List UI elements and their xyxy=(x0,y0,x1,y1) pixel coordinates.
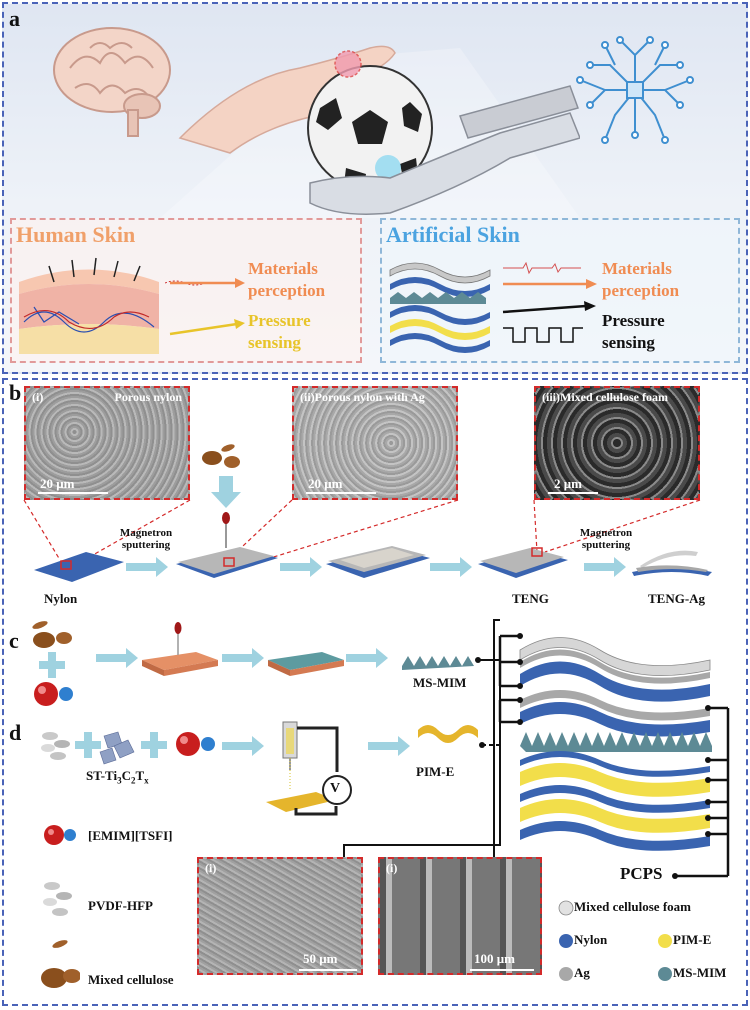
artificial-skin-stack xyxy=(389,262,491,353)
sem-bl-index: (i) xyxy=(205,861,217,875)
teng-label: TENG xyxy=(512,591,549,606)
artificial-perception-label: Materials perception xyxy=(602,259,680,300)
sem-image-pim-e: (i) 50 μm xyxy=(197,857,363,975)
artificial-pressure-arrow xyxy=(502,301,596,343)
pcps-stack-illustration xyxy=(498,633,730,879)
sem-i-index: (i) xyxy=(32,390,44,404)
pim-e-label: PIM-E xyxy=(416,764,455,779)
legend-cellulose-foam: Mixed cellulose foam xyxy=(574,899,691,914)
sem-i-scale: 20 μm xyxy=(40,476,75,491)
process-c-illustrations xyxy=(32,621,474,706)
panel-bcd xyxy=(2,378,748,1006)
sem-iii-title: Mixed cellulose foam xyxy=(560,390,668,404)
sem-iii-index: (iii) xyxy=(542,390,560,404)
sem-bl-scalebar xyxy=(299,969,357,971)
sem-image-porous-nylon-ag: (ii)Porous nylon with Ag 20 μm xyxy=(292,386,458,500)
sem-bl-scale: 50 μm xyxy=(303,951,338,966)
human-pressure-arrow xyxy=(169,319,245,336)
artificial-skin-title: Artificial Skin xyxy=(386,222,520,247)
sem-ii-scale: 20 μm xyxy=(308,476,343,491)
pcps-label: PCPS xyxy=(620,864,663,883)
human-pressure-label: Pressure sensing xyxy=(248,311,311,352)
human-perception-arrow xyxy=(165,278,245,288)
circuit-brain-illustration xyxy=(576,36,694,144)
legend-mixed-cellulose: Mixed cellulose xyxy=(88,972,174,987)
materials-legend-icons xyxy=(41,825,80,988)
legend-ms-mim: MS-MIM xyxy=(673,965,727,980)
panel-a-label: a xyxy=(9,6,20,31)
sputter-label-1: Magnetron sputtering xyxy=(119,527,173,551)
human-skin-title: Human Skin xyxy=(16,222,136,247)
brain-illustration xyxy=(53,27,171,137)
nylon-label: Nylon xyxy=(44,591,78,606)
sem-image-cellulose-foam: (iii)Mixed cellulose foam 2 μm xyxy=(534,386,700,500)
process-d-illustrations xyxy=(41,721,478,816)
process-b-illustrations xyxy=(34,444,712,582)
artificial-pressure-label: Pressure sensing xyxy=(602,311,665,352)
layers-legend-icons xyxy=(558,900,672,981)
sem-iii-scalebar xyxy=(548,492,598,494)
legend-ag: Ag xyxy=(574,965,590,980)
sem-ii-title: Porous nylon with Ag xyxy=(314,390,425,404)
ms-mim-label: MS-MIM xyxy=(413,675,467,690)
sputter-label-2: Magnetron sputtering xyxy=(579,527,633,551)
panel-d-label: d xyxy=(9,720,22,745)
sem-ii-index: (ii) xyxy=(300,390,315,404)
legend-pvdf-hfp: PVDF-HFP xyxy=(88,898,153,913)
legend-pim-e: PIM-E xyxy=(673,932,712,947)
panel-c-label: c xyxy=(9,628,19,653)
teng-ag-label: TENG-Ag xyxy=(648,591,706,606)
human-perception-label: Materials perception xyxy=(248,259,326,300)
sem-br-index: (i) xyxy=(386,861,398,875)
sem-br-scale: 100 μm xyxy=(474,951,515,966)
artificial-skin-box xyxy=(380,218,740,363)
sem-br-scalebar xyxy=(470,969,534,971)
sem-image-ms-mim: (i) 100 μm xyxy=(378,857,542,975)
voltage-label: V xyxy=(330,781,341,796)
sem-i-title: Porous nylon xyxy=(114,390,182,404)
skin-cross-section xyxy=(19,257,159,354)
artificial-perception-arrow xyxy=(503,262,597,289)
panel-b-label: b xyxy=(9,380,22,405)
sem-i-scalebar xyxy=(38,492,108,494)
sem-image-porous-nylon: (i) Porous nylon 20 μm xyxy=(24,386,190,500)
legend-emim-tsfi: [EMIM][TSFI] xyxy=(88,828,173,843)
st-ti3c2tx-label: ST-Ti3C2Tx xyxy=(86,768,149,786)
legend-nylon: Nylon xyxy=(574,932,608,947)
sem-iii-scale: 2 μm xyxy=(554,476,582,491)
hand-ball-illustration xyxy=(160,45,580,218)
sem-ii-scalebar xyxy=(306,492,376,494)
